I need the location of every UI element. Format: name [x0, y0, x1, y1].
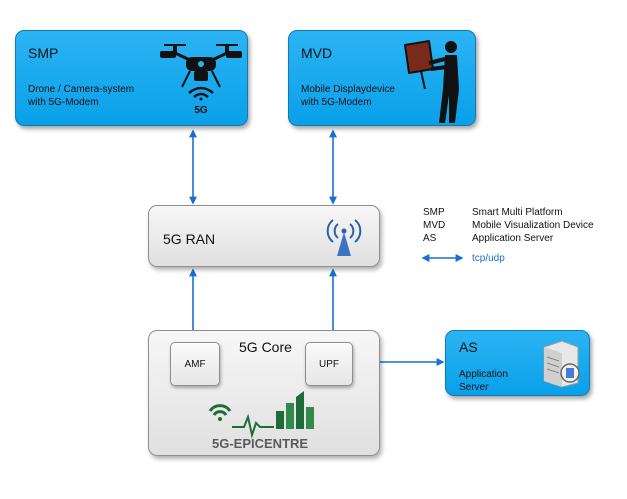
epicentre-logo-text: 5G-EPICENTRE [212, 436, 308, 451]
drone-icon: 5G [160, 44, 242, 116]
smp-box: SMP Drone / Camera-system with 5G-Modem … [15, 30, 248, 126]
upf-box: UPF [305, 342, 353, 386]
legend-arrow-label: tcp/udp [472, 253, 505, 264]
drone-badge: 5G [194, 105, 208, 116]
smp-description: Drone / Camera-system with 5G-Modem [28, 84, 135, 108]
legend-full-as: Application Server [472, 233, 554, 244]
epicentre-logo: 5G-EPICENTRE [208, 391, 314, 451]
mvd-title: MVD [301, 45, 333, 61]
ran-box: 5G RAN [148, 205, 380, 267]
legend-full-mvd: Mobile Visualization Device [472, 220, 594, 231]
amf-box: AMF [170, 342, 220, 386]
as-title: AS [459, 339, 478, 355]
legend-full-smp: Smart Multi Platform [472, 207, 563, 218]
person-display-icon [403, 39, 459, 123]
core-title: 5G Core [239, 339, 292, 355]
mvd-description: Mobile Displaydevice with 5G-Modem [301, 84, 395, 108]
as-box: AS Application Server [445, 330, 590, 396]
as-description: Application Server [459, 369, 508, 393]
legend-abbr-column: SMP MVD AS [423, 206, 445, 245]
legend-abbr-mvd: MVD [423, 220, 446, 231]
server-icon [543, 340, 580, 388]
mvd-box: MVD Mobile Displaydevice with 5G-Modem [288, 30, 476, 126]
core-box: 5G Core 5G-EPICENTRE [148, 330, 380, 456]
legend-abbr-smp: SMP [423, 207, 445, 218]
ran-title: 5G RAN [163, 231, 216, 247]
antenna-icon [326, 219, 362, 256]
legend-abbr-as: AS [423, 233, 437, 244]
smp-title: SMP [28, 45, 59, 61]
legend-full-column: Smart Multi Platform Mobile Visualizatio… [472, 206, 594, 245]
